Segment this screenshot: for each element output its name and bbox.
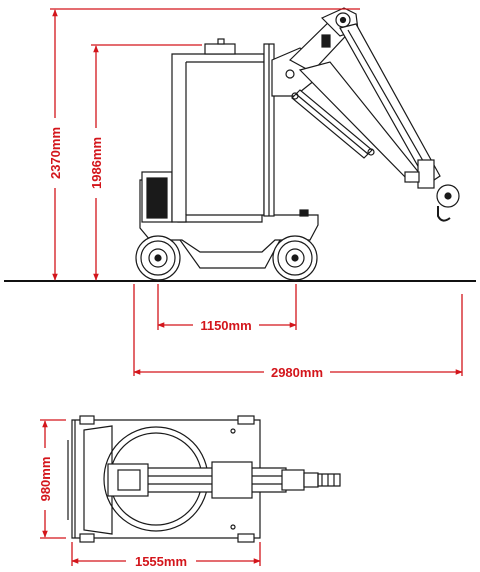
jib-tip-block (417, 159, 435, 189)
jib-tip-clamp (404, 171, 420, 183)
top-length-label: 1555mm (135, 554, 187, 569)
overall-height-label: 2370mm (48, 127, 63, 179)
hook-pulley-hub (444, 192, 452, 200)
top-boom-head (281, 469, 305, 491)
rear-wheel (135, 235, 181, 281)
top-front-wheel-upper (237, 415, 255, 425)
pin-tag (321, 34, 331, 48)
top-boom-base-inner (117, 469, 141, 491)
body-height-label: 1986mm (89, 137, 104, 189)
boom-head-pin (339, 16, 347, 24)
side-step-panel (146, 177, 168, 219)
cylinder-pin-upper (367, 148, 375, 156)
top-body-outline (83, 425, 113, 535)
top-rear-wheel-upper (79, 415, 95, 425)
side-view (4, 7, 476, 282)
wheelbase-label: 1150mm (200, 318, 251, 333)
cylinder-pin-lower (291, 92, 299, 100)
chassis-lower-line (179, 239, 281, 269)
jib-inner-line (347, 29, 435, 181)
hook-pulley (436, 184, 460, 208)
top-view (67, 415, 341, 543)
top-rear-wheel-lower (79, 533, 95, 543)
hook (437, 206, 451, 222)
top-hook-block (303, 472, 319, 488)
control-tag (299, 209, 309, 217)
top-front-wheel-lower (237, 533, 255, 543)
top-hook-fingers (317, 473, 341, 487)
top-dimension-labels: 980mm 1555mm (37, 448, 196, 570)
top-width-label: 980mm (38, 457, 53, 502)
cabinet-knob (217, 38, 225, 45)
overall-length-label: 2980mm (271, 365, 323, 380)
top-boom-block (211, 461, 253, 499)
top-bolt-1 (230, 428, 236, 434)
top-boom-base (107, 463, 149, 497)
cylinder-rod (295, 93, 369, 155)
boom-pivot (285, 69, 295, 79)
front-wheel (272, 235, 318, 281)
top-bolt-2 (230, 524, 236, 530)
side-dimension-labels: 2370mm 1986mm 1150mm 2980mm (47, 118, 330, 381)
cabinet-cap (204, 43, 236, 55)
